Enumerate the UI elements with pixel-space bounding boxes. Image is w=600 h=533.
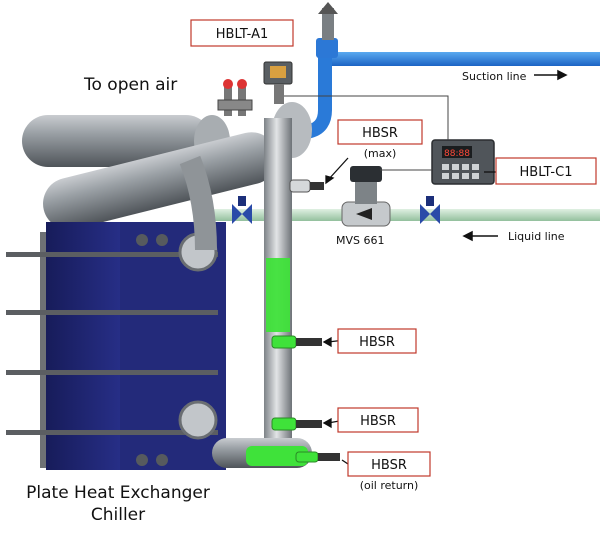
hbsr-sensor-mid	[271, 335, 322, 349]
label-hbsr-low-text: HBSR	[360, 414, 396, 429]
suction-line-pipe	[292, 38, 600, 139]
liquid-line-pipe	[205, 209, 600, 221]
label-hbsr-mid-text: HBSR	[359, 335, 395, 350]
label-hblt-a1: HBLT-A1	[190, 19, 294, 47]
mvs-661-valve	[341, 166, 391, 227]
label-hblt-c1-text: HBLT-C1	[520, 165, 573, 180]
label-hbsr-top-text: HBSR	[362, 126, 398, 141]
label-plate-title-2: Chiller	[91, 505, 145, 525]
suction-top-valve	[318, 2, 338, 40]
hand-valve-left	[232, 196, 252, 224]
standpipe	[264, 118, 292, 446]
label-hbsr-top-sub: (max)	[364, 147, 397, 160]
suction-flow-arrow	[534, 69, 568, 81]
plate-heat-exchanger	[6, 222, 226, 470]
label-open-air: To open air	[83, 75, 177, 95]
label-hbsr-low: HBSR	[337, 407, 419, 433]
label-hbsr-top: HBSR	[337, 119, 423, 145]
label-hbsr-bottom: HBSR	[347, 451, 431, 477]
label-hbsr-mid: HBSR	[337, 328, 417, 354]
controller-display: 88:88	[444, 149, 470, 159]
label-hbsr-bottom-text: HBSR	[371, 458, 407, 473]
hand-valve-right	[420, 196, 440, 224]
label-hblt-a1-text: HBLT-A1	[216, 27, 268, 42]
label-hbsr-bottom-sub: (oil return)	[360, 479, 419, 492]
hbsr-sensor-low	[271, 417, 322, 431]
label-suction-line: Suction line	[462, 70, 527, 83]
leader-arrows	[322, 157, 496, 465]
label-liquid-line: Liquid line	[508, 230, 565, 243]
hbsr-sensor-bottom	[295, 451, 340, 463]
label-plate-title-1: Plate Heat Exchanger	[26, 483, 210, 503]
drum-down-leg	[179, 155, 217, 251]
label-mvs: MVS 661	[336, 234, 385, 247]
hblt-c1-controller: 88:88	[431, 139, 495, 185]
label-hblt-c1: HBLT-C1	[495, 157, 597, 185]
oil-collector-drum	[212, 438, 312, 468]
liquid-flow-arrow	[462, 230, 498, 242]
open-air-vent-valves	[217, 79, 253, 116]
hblt-a1-sensor	[263, 61, 293, 104]
hbsr-sensor-top	[289, 179, 324, 193]
